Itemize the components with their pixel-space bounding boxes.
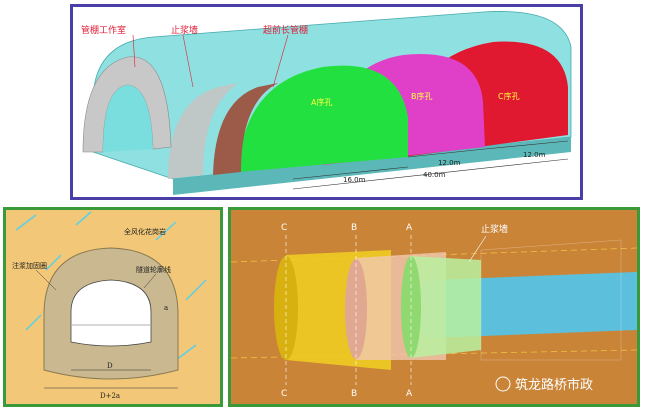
- section-a: [238, 65, 408, 172]
- dim-40m: 40.0m: [423, 171, 446, 179]
- label-b-top: B: [351, 223, 357, 233]
- label-grout-wall-br: 止浆墙: [481, 223, 508, 235]
- pipe-shed-svg: 管棚工作室 止浆墙 超前长管棚 A序孔 B序孔 C序孔 12.0m 12.0m …: [81, 11, 572, 195]
- dim-12m-1: 12.0m: [438, 159, 461, 167]
- dim-16m: 16.0m: [343, 176, 366, 184]
- label-grout-wall: 止浆墙: [171, 24, 198, 36]
- label-pipe-shed-room: 管棚工作室: [81, 24, 126, 36]
- label-a-bottom: A: [406, 389, 413, 399]
- label-hole-c: C序孔: [498, 91, 520, 101]
- wechat-icon: [495, 376, 511, 392]
- label-advance-pipe-shed: 超前长管棚: [263, 24, 308, 36]
- dim-12m-2: 12.0m: [523, 151, 546, 159]
- label-a-top: A: [406, 223, 413, 233]
- cross-section-diagram: 全风化花岗岩 注浆加固圈 隧道轮廓线 a D D+2a: [3, 207, 223, 407]
- watermark-text: 筑龙路桥市政: [515, 377, 593, 393]
- perspective-grouting-diagram: C B A C B A 止浆墙 筑龙路桥市政: [228, 207, 640, 407]
- label-d2a: D+2a: [100, 392, 120, 400]
- ring-a: [411, 256, 481, 358]
- label-tunnel-line: 隧道轮廓线: [136, 265, 171, 274]
- advance-pipe-shed-diagram: 管棚工作室 止浆墙 超前长管棚 A序孔 B序孔 C序孔 12.0m 12.0m …: [70, 4, 583, 200]
- label-b-bottom: B: [351, 389, 357, 399]
- cross-section-svg: 全风化花岗岩 注浆加固圈 隧道轮廓线 a D D+2a: [12, 211, 207, 400]
- label-hole-b: B序孔: [411, 91, 433, 101]
- label-grout-ring: 注浆加固圈: [12, 261, 47, 270]
- label-rock: 全风化花岗岩: [124, 227, 166, 236]
- entrance-opening: [103, 85, 153, 152]
- tunnel-pipe: [431, 272, 637, 338]
- label-d: D: [107, 362, 113, 370]
- grout-wall-shape: [168, 83, 238, 179]
- tunnel-base: [173, 137, 571, 195]
- perspective-svg: C B A C B A 止浆墙 筑龙路桥市政: [231, 223, 637, 399]
- label-c-bottom: C: [281, 389, 287, 399]
- brick-band: [213, 83, 278, 175]
- label-c-top: C: [281, 223, 287, 233]
- tunnel-opening: [70, 279, 152, 347]
- label-hole-a: A序孔: [311, 97, 332, 107]
- label-a: a: [164, 304, 168, 312]
